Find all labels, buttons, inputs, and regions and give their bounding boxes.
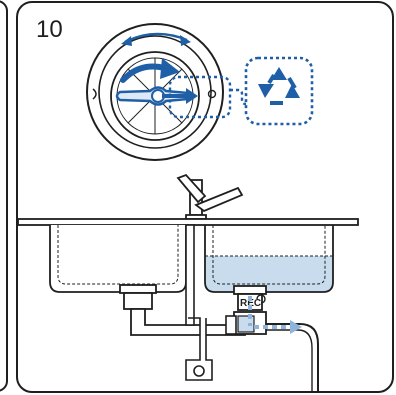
countertop bbox=[17, 218, 359, 226]
circular-arrow-icon bbox=[121, 32, 191, 46]
left-sink bbox=[49, 225, 187, 293]
drain-hose bbox=[266, 323, 319, 393]
tap-icon bbox=[176, 173, 244, 220]
flow-arrow-icon bbox=[248, 296, 290, 329]
valve-label: REC bbox=[240, 298, 261, 309]
selector-dial bbox=[86, 23, 224, 161]
recycle-callout bbox=[244, 56, 314, 126]
supply-pipe bbox=[185, 224, 213, 381]
small-recycle-mark-icon bbox=[207, 89, 217, 99]
rotate-arrow-icon bbox=[120, 58, 180, 83]
valve-clamp bbox=[225, 315, 237, 335]
side-mark-icon bbox=[92, 88, 97, 100]
selected-mode-highlight bbox=[168, 75, 232, 119]
illustration-panel bbox=[16, 1, 394, 393]
step-number: 10 bbox=[36, 16, 63, 43]
arrow-right-icon bbox=[162, 88, 198, 104]
right-sink bbox=[204, 225, 334, 293]
recycle-icon bbox=[258, 67, 300, 105]
flow-arrowhead-icon bbox=[290, 320, 302, 334]
